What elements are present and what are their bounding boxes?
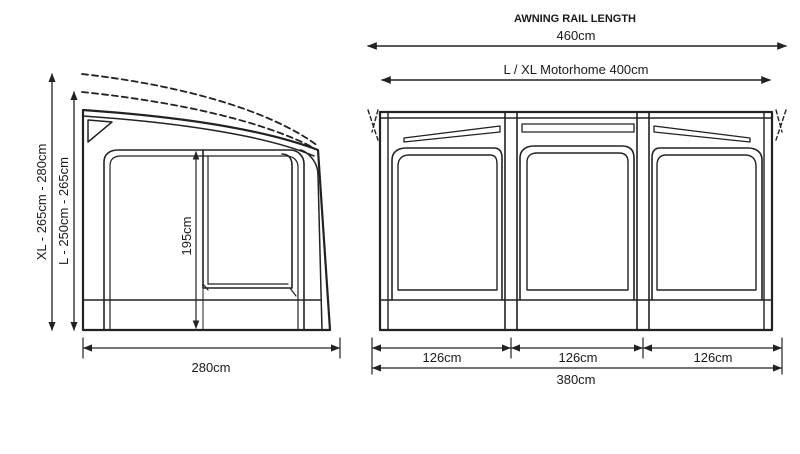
beam-right [636,111,650,331]
panel-2-label: 126cm [558,350,597,365]
door-height-label: 195cm [179,216,194,255]
l-height-label: L - 250cm - 265cm [56,157,71,265]
motorhome-label: L / XL Motorhome 400cm [504,62,649,77]
beam-left [504,111,518,331]
side-door-frame-inner [109,155,299,331]
beam-edge-left [379,111,389,331]
rail-length-title: AWNING RAIL LENGTH [514,13,636,25]
depth-label: 280cm [191,360,230,375]
total-width-label: 380cm [556,372,595,387]
side-door-frame-outer [103,149,305,331]
panel-3-label: 126cm [693,350,732,365]
side-door-window [202,149,293,289]
side-awning-outline [81,108,332,332]
side-roof-inner-line [82,115,315,157]
right-dashed-extension [775,109,787,141]
xl-height-label: XL - 265cm - 280cm [34,144,49,261]
front-awning-outline [378,110,774,332]
panel-1-label: 126cm [422,350,461,365]
xl-roof-dashed-line [81,73,319,147]
side-window-detail [202,283,297,297]
roof-vent-center [521,123,635,133]
beam-edge-right [763,111,773,331]
l-roof-dashed-line [81,91,315,149]
front-view: AWNING RAIL LENGTH 460cm L / XL Motorhom… [367,13,787,387]
window-center-pane [526,152,629,291]
side-corner-vent [87,119,113,143]
window-right-pane [656,154,757,291]
window-right-frame [651,147,763,301]
roof-vent-right [653,125,751,143]
roof-vent-left [403,125,501,143]
side-air-beam [299,149,323,331]
window-center-frame [519,145,635,301]
left-dashed-extension [367,109,379,141]
window-left-frame [391,147,503,301]
rail-length-label: 460cm [556,28,595,43]
window-left-pane [397,154,498,291]
side-view: XL - 265cm - 280cm L - 250cm - 265cm 195… [34,73,341,375]
side-door-window-inner [207,155,289,285]
